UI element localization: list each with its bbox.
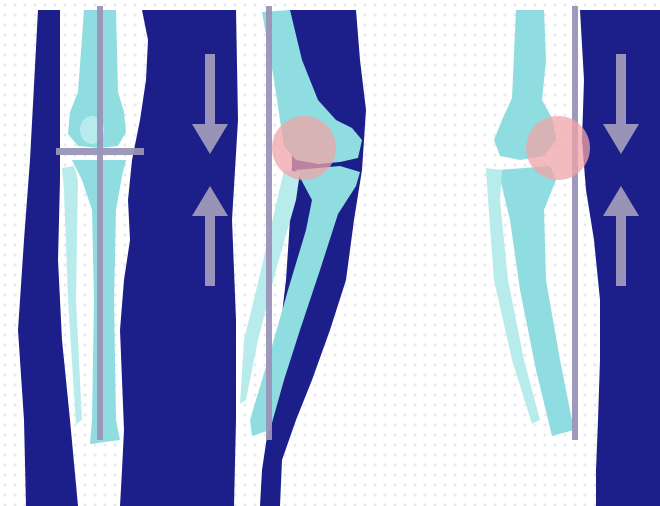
mechanical-axis-line — [572, 6, 578, 440]
joint-line — [56, 148, 144, 155]
joint-stress-highlight — [526, 116, 590, 180]
mechanical-axis-line — [97, 6, 103, 440]
joint-stress-highlight — [272, 116, 336, 180]
mechanical-axis-line — [266, 6, 272, 440]
